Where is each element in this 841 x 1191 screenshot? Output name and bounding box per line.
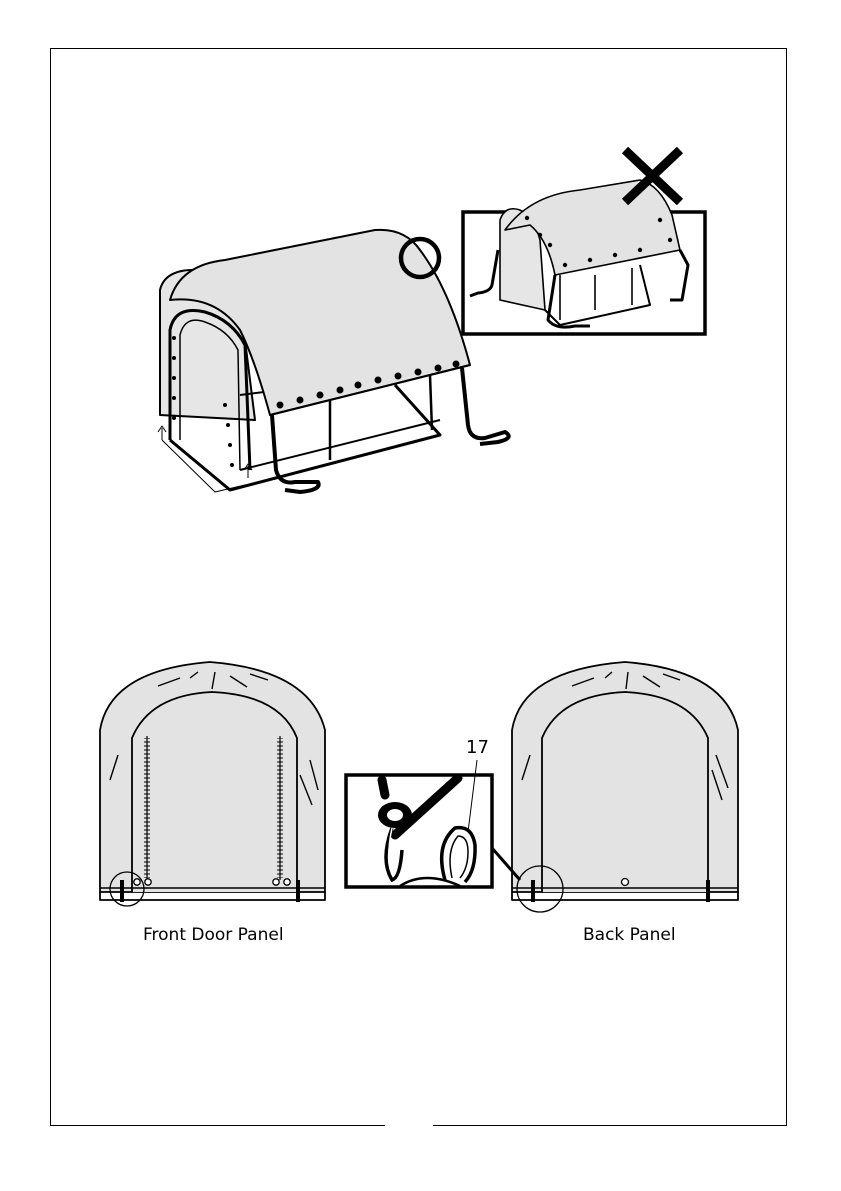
strap-detail-inset [346,760,520,887]
shelter-main-illustration [158,230,509,492]
back-panel-label: Back Panel [583,925,676,945]
part-number-label: 17 [466,737,489,758]
front-door-panel-label: Front Door Panel [143,925,284,945]
wrong-orientation-inset [463,180,705,334]
front-door-panel-illustration [100,662,325,902]
back-panel-illustration [512,662,738,902]
